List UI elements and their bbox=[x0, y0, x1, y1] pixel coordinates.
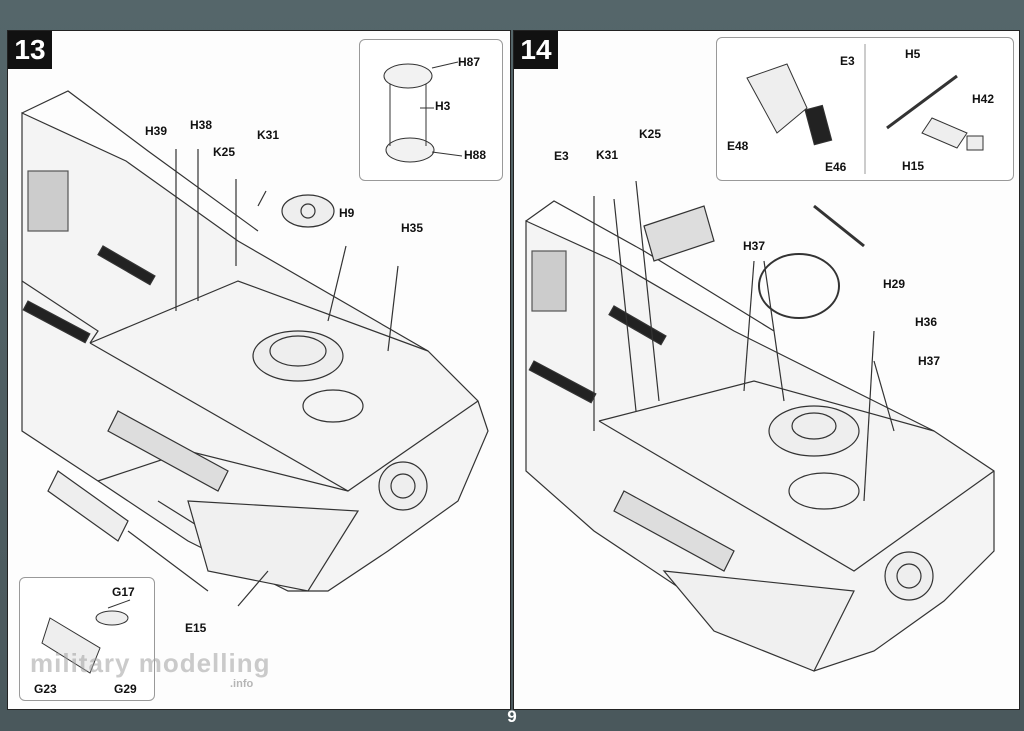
part-label-e15: E15 bbox=[185, 621, 207, 635]
hatch-inset-drawing bbox=[383, 61, 463, 163]
part-label-k25: K25 bbox=[213, 145, 236, 159]
tow-hook-inset-drawing bbox=[41, 599, 131, 674]
step-13-panel: 13 bbox=[7, 30, 511, 710]
part-label-h39: H39 bbox=[145, 124, 168, 138]
part-label-h9: H9 bbox=[339, 206, 355, 220]
part-label-g17: G17 bbox=[112, 585, 135, 599]
hatch-inset: H87 H3 H88 bbox=[359, 39, 503, 181]
watermark: military modelling bbox=[30, 648, 271, 678]
part-label-h37-a: H37 bbox=[743, 239, 766, 253]
tow-hook-inset: G17 G23 G29 bbox=[19, 577, 155, 701]
part-label-k31: K31 bbox=[596, 148, 619, 162]
part-label-g23: G23 bbox=[34, 682, 57, 696]
step-number-badge: 14 bbox=[514, 31, 558, 69]
part-label-h38: H38 bbox=[190, 118, 213, 132]
step-14-hull-drawing bbox=[525, 180, 995, 672]
part-label-e48: E48 bbox=[727, 139, 749, 153]
part-label-e3-inset: E3 bbox=[840, 54, 855, 68]
part-label-h37-b: H37 bbox=[918, 354, 941, 368]
part-label-g29: G29 bbox=[114, 682, 137, 696]
part-label-h29: H29 bbox=[883, 277, 906, 291]
part-label-h87: H87 bbox=[458, 55, 481, 69]
part-label-k31: K31 bbox=[257, 128, 280, 142]
mg-inset: E3 E48 E46 H5 H42 H15 bbox=[716, 37, 1014, 181]
part-label-h36: H36 bbox=[915, 315, 938, 329]
part-label-h15: H15 bbox=[902, 159, 925, 173]
step-14-panel: 14 bbox=[513, 30, 1020, 710]
part-label-e46: E46 bbox=[825, 160, 847, 174]
mg-inset-drawing bbox=[746, 44, 984, 174]
page-number: 9 bbox=[507, 707, 517, 726]
part-label-k25: K25 bbox=[639, 127, 662, 141]
part-label-h5: H5 bbox=[905, 47, 921, 61]
part-label-h35: H35 bbox=[401, 221, 424, 235]
watermark-suffix: .info bbox=[230, 678, 254, 690]
step-13-hull-drawing bbox=[21, 90, 489, 607]
part-label-h88: H88 bbox=[464, 148, 487, 162]
part-label-h42: H42 bbox=[972, 92, 995, 106]
part-label-e3: E3 bbox=[554, 149, 569, 163]
step-number-badge: 13 bbox=[8, 31, 52, 69]
part-label-h3: H3 bbox=[435, 99, 451, 113]
